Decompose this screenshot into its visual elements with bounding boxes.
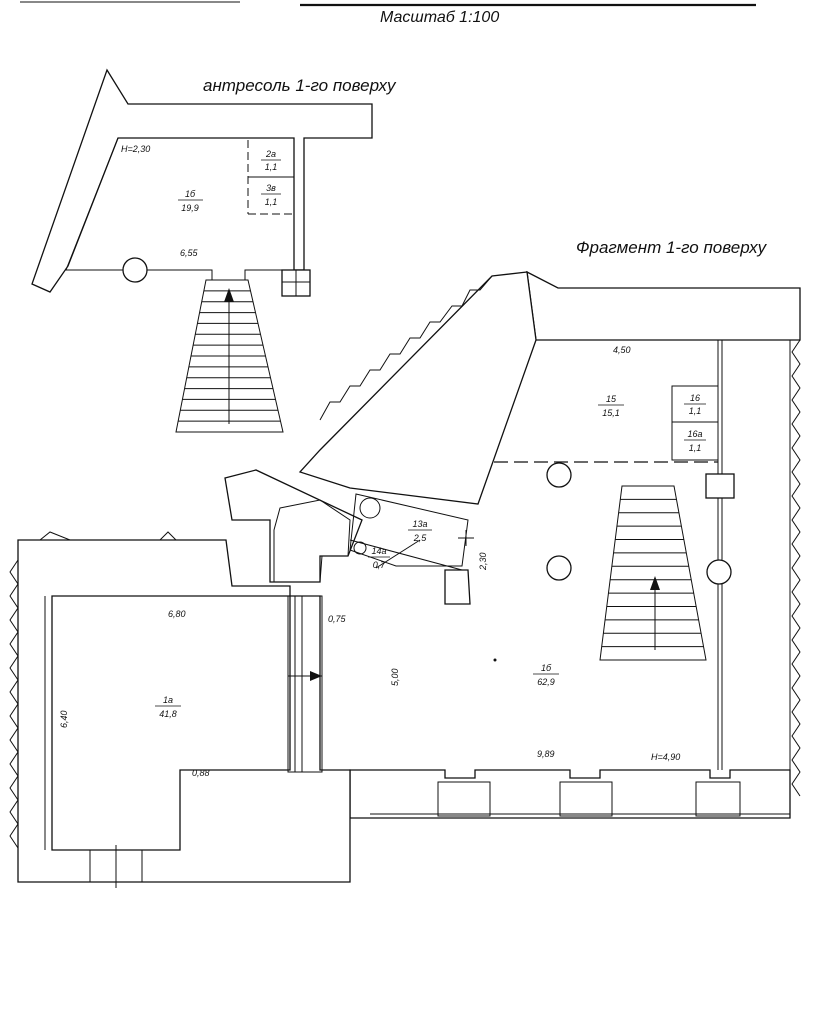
room-13a-label: 13а 2,5 xyxy=(408,519,432,543)
room-1a-walls xyxy=(9,531,351,888)
room-13a-id: 13а xyxy=(412,519,427,529)
room-16a-label: 16а 1,1 xyxy=(684,429,706,453)
corridor-stair xyxy=(287,595,323,773)
header-rules xyxy=(20,1,756,7)
dim-hall-width: 9,89 xyxy=(537,749,555,759)
room-14a-label: 14а 0,7 xyxy=(368,546,390,570)
dim-room15-width: 4,50 xyxy=(613,345,631,355)
room-14a-id: 14а xyxy=(371,546,386,556)
dim-room1a-depth: 6,40 xyxy=(59,710,69,728)
scale-label: Масштаб 1:100 xyxy=(380,9,499,26)
dim-step: 0,75 xyxy=(328,614,347,624)
room-1a-area: 41,8 xyxy=(159,709,177,719)
room-mezz-1b-area: 19,9 xyxy=(181,203,199,213)
room-mezz-3v-area: 1,1 xyxy=(265,197,278,207)
room-16-id: 16 xyxy=(690,393,700,403)
room-15-id: 15 xyxy=(606,394,617,404)
fragment-height: Н=4,90 xyxy=(651,752,680,762)
room-mezz-1b-label: 1б 19,9 xyxy=(178,189,203,213)
room-mezz-2a-id: 2а xyxy=(265,149,276,159)
room-15-label: 15 15,1 xyxy=(598,394,624,418)
hall-stair xyxy=(599,485,707,661)
room-1b-area: 62,9 xyxy=(537,677,555,687)
mezzanine-title: антресоль 1-го поверху xyxy=(203,76,397,95)
dim-corridor-h: 2,30 xyxy=(478,552,488,571)
column-hall-3 xyxy=(706,559,732,585)
room-mezz-2a-label: 2а 1,1 xyxy=(261,149,281,172)
mezzanine-closets xyxy=(247,140,294,215)
fragment-title: Фрагмент 1-го поверху xyxy=(576,238,768,257)
room-mezz-1b-id: 1б xyxy=(185,189,196,199)
mezzanine-stair xyxy=(175,279,284,433)
room-16-area: 1,1 xyxy=(689,406,702,416)
room-1b-id: 1б xyxy=(541,663,552,673)
dim-hall-depth: 5,00 xyxy=(390,668,400,686)
column-hall-1 xyxy=(546,462,572,488)
room-mezz-3v-label: 3в 1,1 xyxy=(261,183,281,207)
fragment-walls xyxy=(224,270,801,819)
room-1b-label: 1б 62,9 xyxy=(533,663,559,687)
room-14a-area: 0,7 xyxy=(373,560,387,570)
dim-pier: 0,88 xyxy=(192,768,210,778)
room-mezz-2a-area: 1,1 xyxy=(265,162,278,172)
column-hall-2 xyxy=(546,555,572,581)
mezzanine-walls xyxy=(31,68,373,297)
dim-room1a-width: 6,80 xyxy=(168,609,186,619)
room-16a-area: 1,1 xyxy=(689,443,702,453)
room-15-area: 15,1 xyxy=(602,408,620,418)
room-1a-label: 1а 41,8 xyxy=(155,695,181,719)
mezzanine-width-dim: 6,55 xyxy=(180,248,199,258)
room-16a-id: 16а xyxy=(687,429,702,439)
room-16-label: 16 1,1 xyxy=(684,393,706,416)
room-mezz-3v-id: 3в xyxy=(266,183,276,193)
room-13a-area: 2,5 xyxy=(413,533,428,543)
column-mezzanine xyxy=(122,257,148,283)
mezzanine-height: Н=2,30 xyxy=(121,144,150,154)
room-1a-id: 1а xyxy=(163,695,173,705)
